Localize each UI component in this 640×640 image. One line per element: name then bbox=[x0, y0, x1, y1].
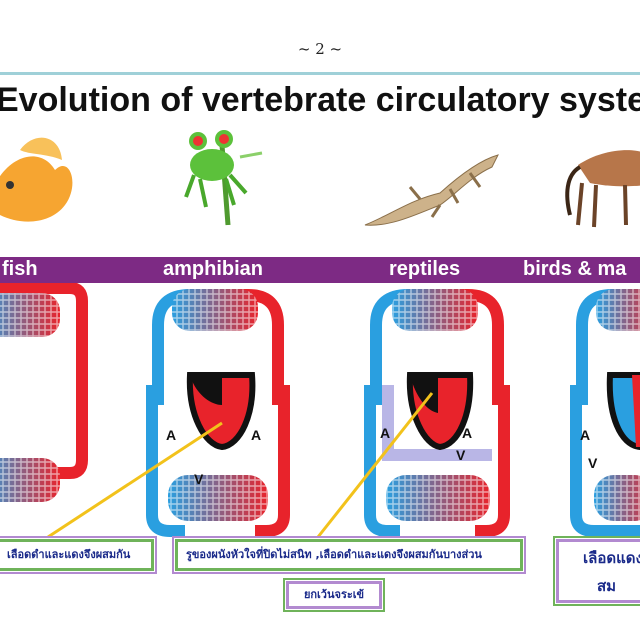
group-label-amphibian: amphibian bbox=[163, 258, 264, 280]
group-label-reptiles: reptiles bbox=[389, 258, 461, 280]
chamber-label-atrium: A bbox=[251, 427, 262, 443]
caption-reptiles-exception: ยกเว้นจระเข้ bbox=[283, 578, 385, 612]
chamber-label-ventricle: V bbox=[194, 471, 204, 487]
group-band: fish amphibian reptiles birds & ma bbox=[0, 257, 640, 283]
chamber-label-atrium: A bbox=[380, 425, 391, 441]
chamber-label-ventricle: V bbox=[588, 455, 598, 471]
chamber-label-atrium: A bbox=[580, 427, 591, 443]
chamber-label-atrium: A bbox=[462, 425, 473, 441]
lizard-image bbox=[364, 154, 499, 226]
pointer-line bbox=[47, 421, 223, 539]
caption-fish: เลือดดำและแดงจึงผสมกัน bbox=[0, 536, 157, 574]
caption-birds-line1: เลือดแดง bbox=[583, 549, 640, 567]
slide-title: Evolution of vertebrate circulatory syst… bbox=[0, 81, 640, 119]
caption-reptiles: รูของผนังหัวใจที่ปิดไม่สนิท ,เลือดดำและแ… bbox=[172, 536, 526, 574]
reptile-circuit bbox=[364, 289, 510, 537]
fish-circuit bbox=[0, 282, 88, 502]
pointer-line bbox=[316, 392, 434, 538]
group-label-birds-mammals: birds & ma bbox=[523, 258, 627, 280]
bird-mammal-circuit bbox=[570, 289, 640, 537]
horse-image bbox=[565, 150, 640, 228]
slide: Evolution of vertebrate circulatory syst… bbox=[0, 72, 640, 640]
chamber-label-atrium: A bbox=[166, 427, 177, 443]
page-number: ~ 2 ~ bbox=[297, 40, 343, 58]
caption-birds-line2: สม bbox=[597, 577, 617, 595]
goldfish-image bbox=[0, 137, 73, 222]
caption-birds-mammals: เลือดแดง สม bbox=[553, 536, 640, 606]
diagram-art bbox=[0, 130, 640, 539]
frog-image bbox=[184, 130, 263, 226]
amphibian-circuit bbox=[146, 289, 290, 537]
chamber-label-ventricle: V bbox=[456, 447, 466, 463]
group-label-fish: fish bbox=[2, 258, 38, 280]
